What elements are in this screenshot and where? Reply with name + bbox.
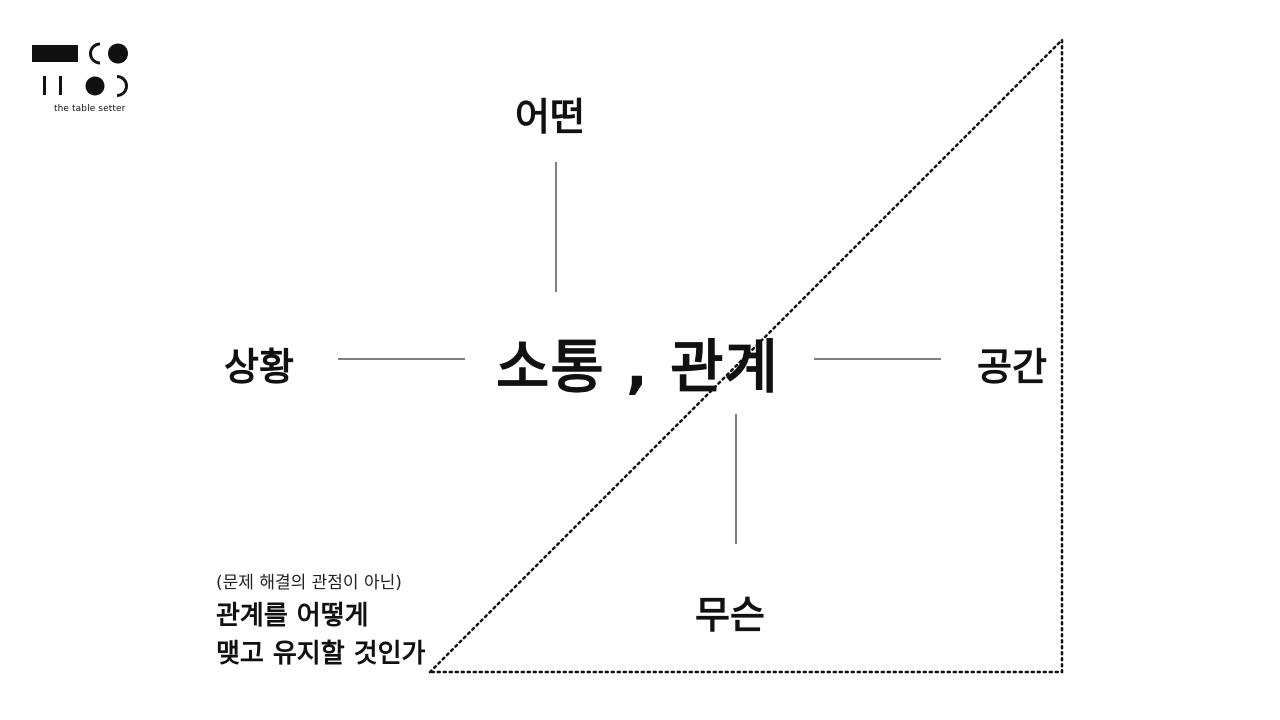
note-subtitle: (문제 해결의 관점이 아닌)	[216, 573, 402, 593]
label-bottom: 무슨	[695, 593, 765, 637]
brand-logo: the table setter	[30, 42, 140, 122]
label-left: 상황	[224, 345, 294, 389]
note-block: (문제 해결의 관점이 아닌) 관계를 어떻게 맺고 유지할 것인가	[216, 568, 506, 673]
brand-logo-text: the table setter	[54, 104, 126, 114]
label-center: 소통 , 관계	[496, 333, 779, 401]
table-setter-logo-icon	[32, 42, 128, 97]
dotted-triangle	[428, 36, 1064, 674]
note-line-2: 맺고 유지할 것인가	[216, 639, 426, 669]
note-line-1: 관계를 어떻게	[216, 601, 369, 631]
label-top: 어떤	[515, 95, 585, 139]
label-right: 공간	[977, 345, 1047, 389]
